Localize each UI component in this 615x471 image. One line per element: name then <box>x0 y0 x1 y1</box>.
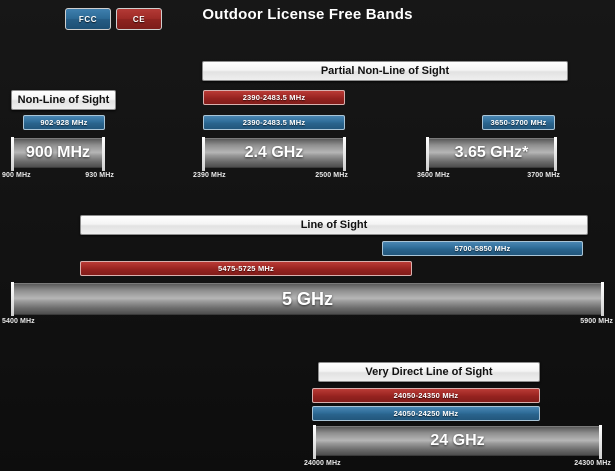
band-end-cap-right <box>343 137 346 171</box>
sight-header-non-line-of-sight: Non-Line of Sight <box>11 90 116 110</box>
sight-header-label: Partial Non-Line of Sight <box>320 65 450 77</box>
band-bar-label: 5 GHz <box>281 288 333 309</box>
legend-chip-fcc-label: FCC <box>78 14 98 24</box>
band-end-cap-left <box>11 137 14 171</box>
band-end-cap-left <box>426 137 429 171</box>
band-end-cap-right <box>599 425 602 459</box>
range-bar-fcc-5ghz[interactable]: 5700-5850 MHz <box>382 241 583 256</box>
axis-tick-3650mhz-start: 3600 MHz <box>417 172 450 179</box>
sight-header-label: Non-Line of Sight <box>17 94 110 106</box>
range-bar-label: 24050-24250 MHz <box>393 409 459 418</box>
range-bar-ce-2400mhz[interactable]: 2390-2483.5 MHz <box>203 90 345 105</box>
range-bar-label: 902-928 MHz <box>40 118 88 127</box>
axis-tick-5ghz-end: 5900 MHz <box>580 318 613 325</box>
band-end-cap-left <box>202 137 205 171</box>
axis-tick-5ghz-start: 5400 MHz <box>2 318 35 325</box>
sight-header-line-of-sight: Line of Sight <box>80 215 588 235</box>
range-bar-fcc-900mhz[interactable]: 902-928 MHz <box>23 115 105 130</box>
range-bar-ce-5ghz[interactable]: 5475-5725 MHz <box>80 261 412 276</box>
page-title: Outdoor License Free Bands <box>202 6 413 23</box>
band-bar-label: 2.4 GHz <box>244 144 304 161</box>
legend-chip-fcc[interactable]: FCC <box>65 8 111 30</box>
range-bar-label: 5475-5725 MHz <box>218 264 274 273</box>
range-bar-fcc-2400mhz[interactable]: 2390-2483.5 MHz <box>203 115 345 130</box>
sight-header-label: Line of Sight <box>300 219 368 231</box>
band-end-cap-right <box>601 282 604 316</box>
band-bar-24ghz[interactable]: 24 GHz <box>313 425 602 459</box>
band-bar-label: 900 MHz <box>25 144 91 161</box>
sight-header-very-direct-line-of-sight: Very Direct Line of Sight <box>318 362 540 382</box>
axis-tick-24ghz-start: 24000 MHz <box>304 460 341 467</box>
axis-tick-24ghz-end: 24300 MHz <box>574 460 611 467</box>
band-bar-3650mhz[interactable]: 3.65 GHz* <box>426 137 557 171</box>
range-bar-fcc-3650mhz[interactable]: 3650-3700 MHz <box>482 115 555 130</box>
band-bar-label: 24 GHz <box>430 432 485 449</box>
legend-chip-ce[interactable]: CE <box>116 8 162 30</box>
range-bar-label: 3650-3700 MHz <box>490 118 547 127</box>
band-end-cap-right <box>102 137 105 171</box>
band-end-cap-left <box>11 282 14 316</box>
band-bar-2400mhz[interactable]: 2.4 GHz <box>202 137 346 171</box>
range-bar-label: 24050-24350 MHz <box>393 391 459 400</box>
range-bar-label: 5700-5850 MHz <box>454 244 511 253</box>
range-bar-label: 2390-2483.5 MHz <box>242 118 306 127</box>
axis-tick-900mhz-start: 900 MHz <box>2 172 31 179</box>
range-bar-fcc-24ghz[interactable]: 24050-24250 MHz <box>312 406 540 421</box>
range-bar-ce-24ghz[interactable]: 24050-24350 MHz <box>312 388 540 403</box>
axis-tick-900mhz-end: 930 MHz <box>85 172 114 179</box>
band-end-cap-left <box>313 425 316 459</box>
sight-header-label: Very Direct Line of Sight <box>365 366 493 378</box>
axis-tick-2400mhz-end: 2500 MHz <box>315 172 348 179</box>
sight-header-partial-non-line-of-sight: Partial Non-Line of Sight <box>202 61 568 81</box>
legend-chip-ce-label: CE <box>132 14 146 24</box>
band-bar-900mhz[interactable]: 900 MHz <box>11 137 105 171</box>
band-end-cap-right <box>554 137 557 171</box>
band-bar-label: 3.65 GHz* <box>454 144 529 161</box>
range-bar-label: 2390-2483.5 MHz <box>242 93 306 102</box>
axis-tick-2400mhz-start: 2390 MHz <box>193 172 226 179</box>
band-bar-5ghz[interactable]: 5 GHz <box>11 282 604 316</box>
axis-tick-3650mhz-end: 3700 MHz <box>527 172 560 179</box>
